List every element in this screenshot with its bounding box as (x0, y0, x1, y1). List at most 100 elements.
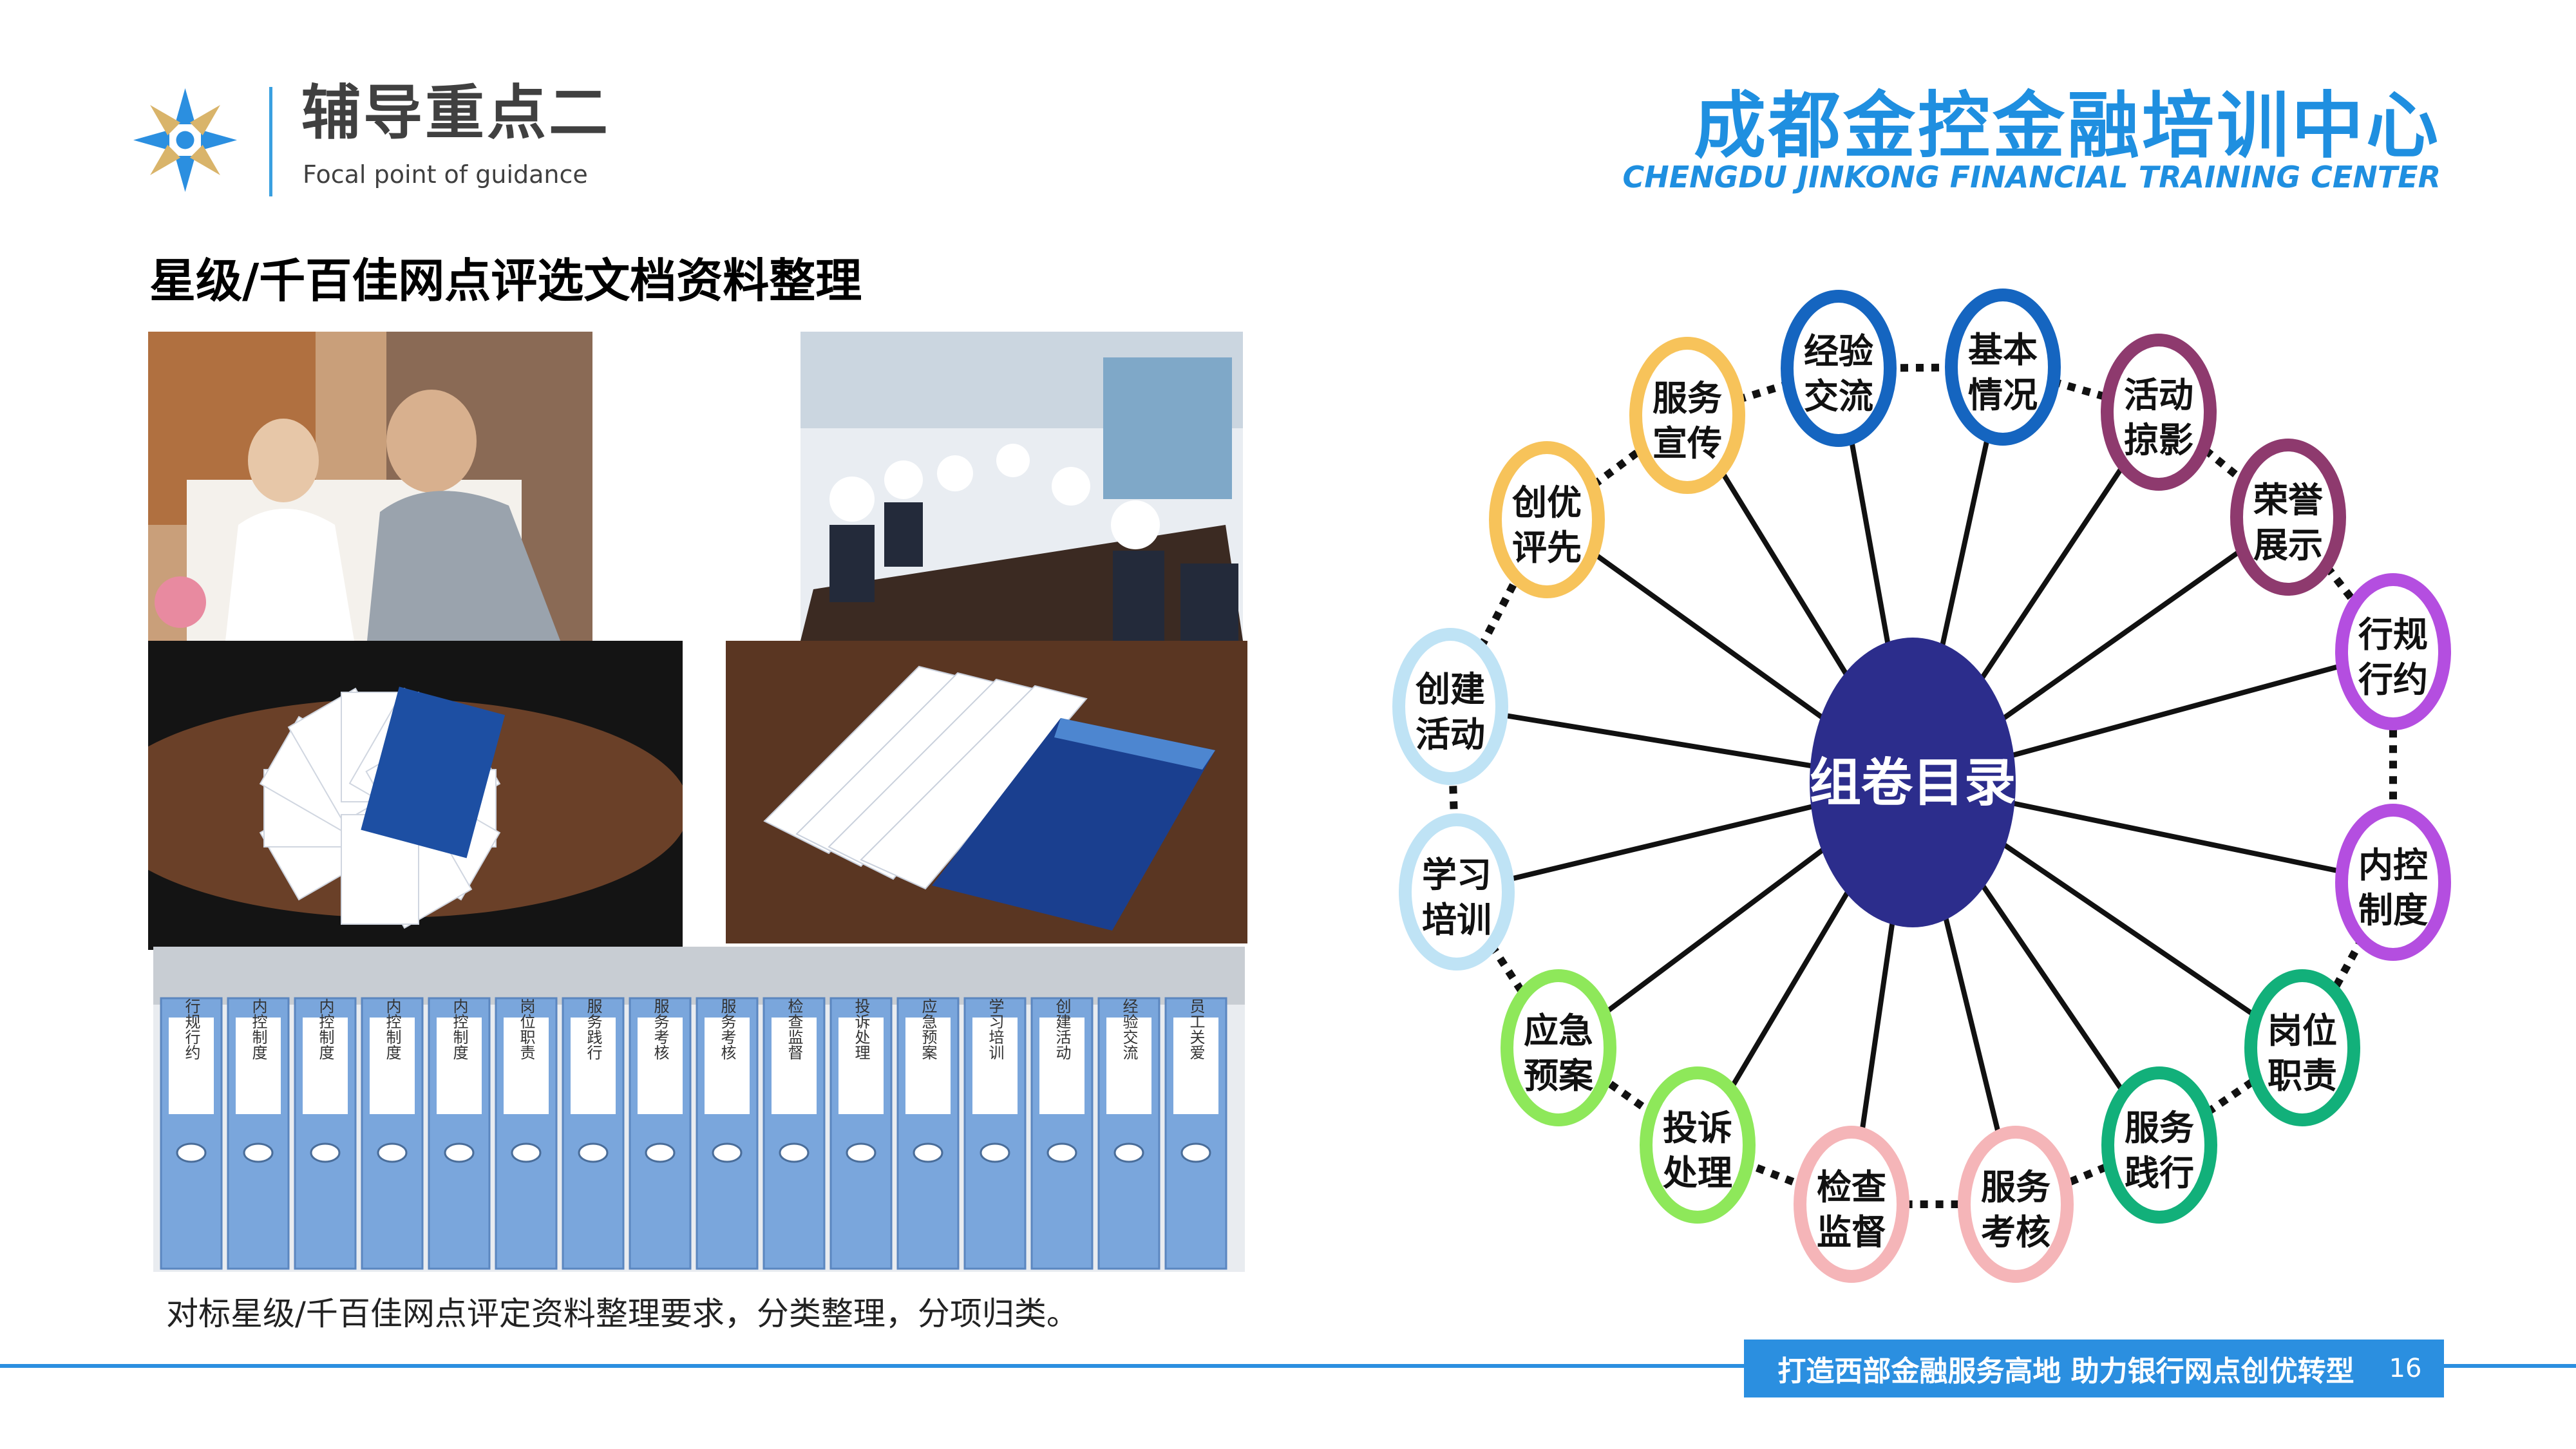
diagram-node-ellipse (2101, 334, 2217, 491)
diagram-node-ellipse (2335, 804, 2451, 961)
binder: 行规行约 (160, 997, 223, 1270)
diagram-spoke (1911, 780, 2304, 1050)
diagram-node-ellipse (2244, 969, 2360, 1126)
diagram-node-label-line1: 服务 (2125, 1108, 2194, 1148)
diagram-node-label-line1: 行规 (2358, 614, 2428, 655)
diagram-node-ellipse (1794, 1126, 1909, 1283)
binder-label: 内控制度 (249, 998, 267, 1060)
binder-label: 服务考核 (718, 998, 736, 1060)
diagram-node-label-line1: 活动 (2124, 375, 2193, 415)
diagram-node-label-line2: 预案 (1524, 1056, 1594, 1096)
diagram-node-label-line1: 创建 (1416, 669, 1485, 710)
diagram-node-ellipse (1501, 969, 1616, 1126)
diagram-node-label-line1: 应急 (1524, 1010, 1593, 1051)
diagram-node-label-line2: 宣传 (1653, 423, 1722, 464)
photo-booklets-spread (726, 641, 1247, 943)
diagram-node-ellipse (2335, 573, 2451, 730)
binder: 检查监督 (762, 997, 826, 1270)
photo-binders: 行规行约内控制度内控制度内控制度内控制度岗位职责服务践行服务考核服务考核检查监督… (153, 947, 1245, 1272)
logo-icon (129, 84, 242, 196)
diagram-node: 学习培训 (1399, 813, 1515, 971)
diagram-node: 创建活动 (1392, 628, 1508, 785)
binder-label: 学习培训 (986, 998, 1004, 1060)
diagram-node-label-line2: 活动 (1416, 714, 1485, 755)
binder: 创建活动 (1030, 997, 1094, 1270)
binder: 投诉处理 (829, 997, 893, 1270)
diagram-node-label-line2: 培训 (1422, 900, 1492, 940)
photo-consultation (148, 332, 592, 641)
binder: 员工关爱 (1164, 997, 1227, 1270)
diagram-node-label-line1: 学习 (1422, 855, 1492, 895)
binder-label: 内控制度 (316, 998, 334, 1060)
page-title: 辅导重点二 (301, 79, 611, 147)
binder-label: 经验交流 (1120, 998, 1138, 1060)
binder-label: 投诉处理 (852, 998, 870, 1060)
diagram-node-ellipse (1945, 289, 2061, 446)
diagram-node: 服务践行 (2101, 1066, 2217, 1224)
diagram-spoke (1545, 517, 1915, 785)
diagram-node-ellipse (2230, 439, 2346, 596)
page-subtitle: Focal point of guidance (303, 160, 588, 189)
diagram-node-label-line1: 服务 (1981, 1167, 2050, 1208)
diagram-node-label-line2: 交流 (1804, 376, 1873, 417)
photo-booklets-fan (148, 641, 683, 950)
binder: 服务考核 (696, 997, 759, 1270)
diagram-node-label-line1: 投诉 (1663, 1108, 1732, 1148)
binder: 服务考核 (629, 997, 692, 1270)
diagram-node-label-line2: 考核 (1981, 1212, 2050, 1253)
diagram-node-ellipse (1640, 1066, 1756, 1224)
diagram-spoke (1685, 413, 1915, 784)
diagram-node-label-line1: 岗位 (2268, 1010, 2337, 1051)
diagram-spoke (1910, 366, 2005, 783)
diagram-node-ellipse (1958, 1126, 2074, 1283)
binder: 内控制度 (294, 997, 357, 1270)
binder: 内控制度 (361, 997, 424, 1270)
binder-label: 员工关爱 (1187, 998, 1205, 1060)
photo-meeting (800, 332, 1243, 641)
diagram-node-label-line2: 展示 (2253, 525, 2323, 565)
binder-label: 内控制度 (383, 998, 401, 1060)
footer-slogan: 打造西部金融服务高地 助力银行网点创优转型 (1744, 1340, 2388, 1397)
diagram-spoke (1911, 649, 2394, 785)
diagram-node-label-line2: 监督 (1817, 1212, 1886, 1253)
binder-label: 创建活动 (1053, 998, 1071, 1060)
binder-label: 内控制度 (450, 998, 468, 1060)
diagram-spoke (1836, 368, 1915, 783)
diagram-node-label-line2: 行约 (2358, 659, 2428, 700)
diagram-node-label-line1: 创优 (1512, 482, 1582, 523)
diagram-node-label-line1: 荣誉 (2253, 480, 2324, 520)
org-name-en: CHENGDU JINKONG FINANCIAL TRAINING CENTE… (1622, 160, 2441, 194)
diagram-spoke (1849, 782, 1915, 1205)
binder-label: 应急预案 (919, 998, 937, 1060)
page-number: 16 (2367, 1340, 2444, 1397)
diagram-spoke (1450, 704, 1913, 785)
diagram-node: 投诉处理 (1640, 1066, 1756, 1224)
diagram-node-label-line2: 情况 (1968, 375, 2038, 415)
diagram-node-ellipse (1629, 337, 1745, 494)
diagram-center-label: 组卷目录 (1810, 753, 2016, 813)
binder: 内控制度 (227, 997, 290, 1270)
diagram-node: 经验交流 (1781, 290, 1897, 447)
binder: 应急预案 (896, 997, 960, 1270)
diagram-spoke (1456, 780, 1913, 895)
diagram-center-ellipse (1810, 638, 2016, 927)
diagram-node-label-line2: 处理 (1663, 1153, 1732, 1193)
diagram-node-label-line1: 经验 (1804, 331, 1873, 372)
diagram-node-label-line1: 基本 (1968, 330, 2038, 370)
caption: 对标星级/千百佳网点评定资料整理要求，分类整理，分项归类。 (166, 1295, 1079, 1332)
diagram-node-label-line2: 掠影 (2124, 420, 2193, 460)
binder-label: 行规行约 (182, 998, 200, 1060)
diagram-ring (1446, 363, 2397, 1208)
binder: 学习培训 (963, 997, 1027, 1270)
diagram-spoke (1695, 781, 1915, 1147)
binder-label: 岗位职责 (517, 998, 535, 1060)
diagram-node-label-line2: 制度 (2358, 890, 2428, 931)
diagram-node: 行规行约 (2335, 573, 2451, 730)
diagram-node-label-line2: 职责 (2268, 1056, 2337, 1096)
binder: 经验交流 (1097, 997, 1160, 1270)
diagram-node-ellipse (1399, 813, 1515, 971)
